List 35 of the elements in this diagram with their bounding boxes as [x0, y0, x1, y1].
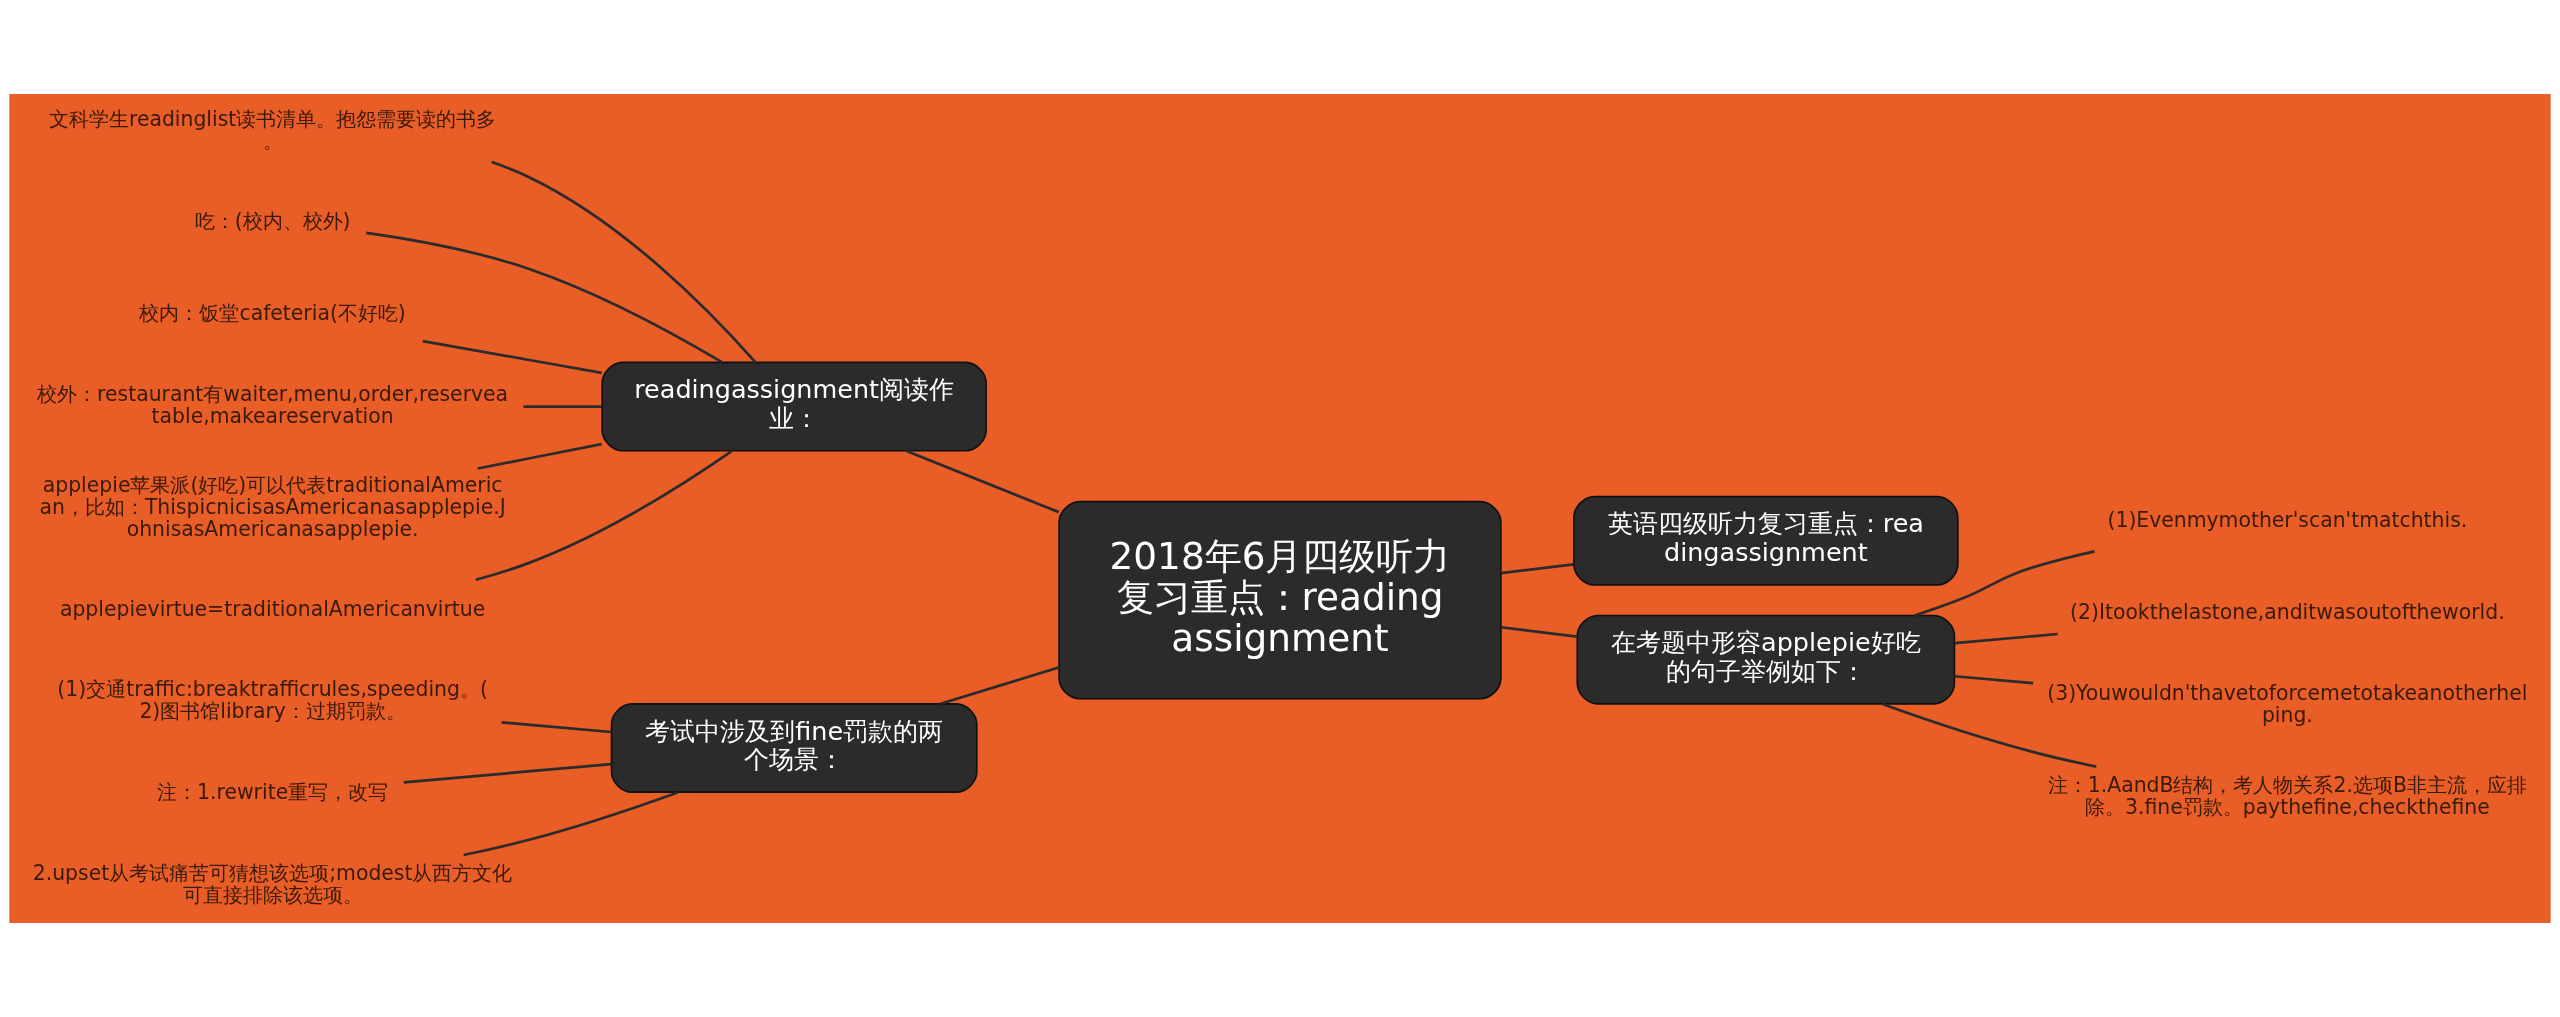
connector — [491, 160, 757, 364]
node-text: 吃：(校内、校外) — [194, 209, 351, 234]
node-text: (3)Youwouldn'thavetoforcemetotakeanotherhelping. — [2047, 680, 2528, 727]
node-text: (1)Evenmymother'scan'tmatchthis. — [2107, 508, 2468, 533]
connector — [477, 442, 602, 470]
connector — [1954, 674, 2034, 685]
node-text: 校内：饭堂cafeteria(不好吃) — [139, 301, 406, 326]
connector — [1500, 562, 1574, 575]
node-box: readingassignment阅读作业： — [601, 361, 987, 452]
node-text: (2)Itookthelastone,anditwasoutoftheworld. — [2070, 600, 2505, 625]
connector — [366, 231, 723, 364]
connector — [1500, 625, 1578, 638]
node-text: 校外：restaurant有waiter,menu,order,reserveatable,makeareservation — [37, 381, 509, 428]
node-text: 注：1.rewrite重写，改写 — [157, 780, 389, 805]
connector — [1881, 702, 2097, 768]
node-text: applepievirtue=traditionalAmericanvirtue — [59, 596, 486, 621]
connector — [475, 449, 733, 582]
node-box: 考试中涉及到fine罚款的两个场景： — [610, 703, 978, 794]
node-box: 英语四级听力复习重点：readingassignment — [1573, 495, 1959, 586]
connector — [463, 791, 679, 857]
connector — [1914, 550, 2095, 617]
connector — [422, 339, 603, 375]
node-text: 文科学生readinglist读书清单。抱怨需要读的书多。 — [48, 106, 497, 153]
node-box: 在考题中形容applepie好吃的句子举例如下： — [1576, 614, 1956, 705]
connector — [1954, 632, 2058, 645]
node-text: applepie苹果派(好吃)可以代表traditionalAmerican，比如：ThispicnicisasAmericanasapplepie.JohnisasAmericanasapplepie. — [39, 472, 506, 541]
connector — [501, 720, 612, 734]
connector — [523, 405, 603, 408]
connector — [940, 666, 1060, 705]
node-text: (1)交通traffic:breaktrafficrules,speeding。(2)图书馆library：过期罚款。 — [57, 677, 488, 724]
connector — [905, 449, 1060, 514]
connector — [403, 762, 612, 784]
node-box: 2018年6月四级听力复习重点：reading assignment — [1058, 500, 1502, 700]
node-text: 注：1.AandB结构，考人物关系2.选项B非主流，应排除。3.fine罚款。paythefine,checkthefine — [2047, 772, 2527, 819]
node-text: 2.upset从考试痛苦可猜想该选项;modest从西方文化可直接排除该选项。 — [32, 860, 513, 907]
